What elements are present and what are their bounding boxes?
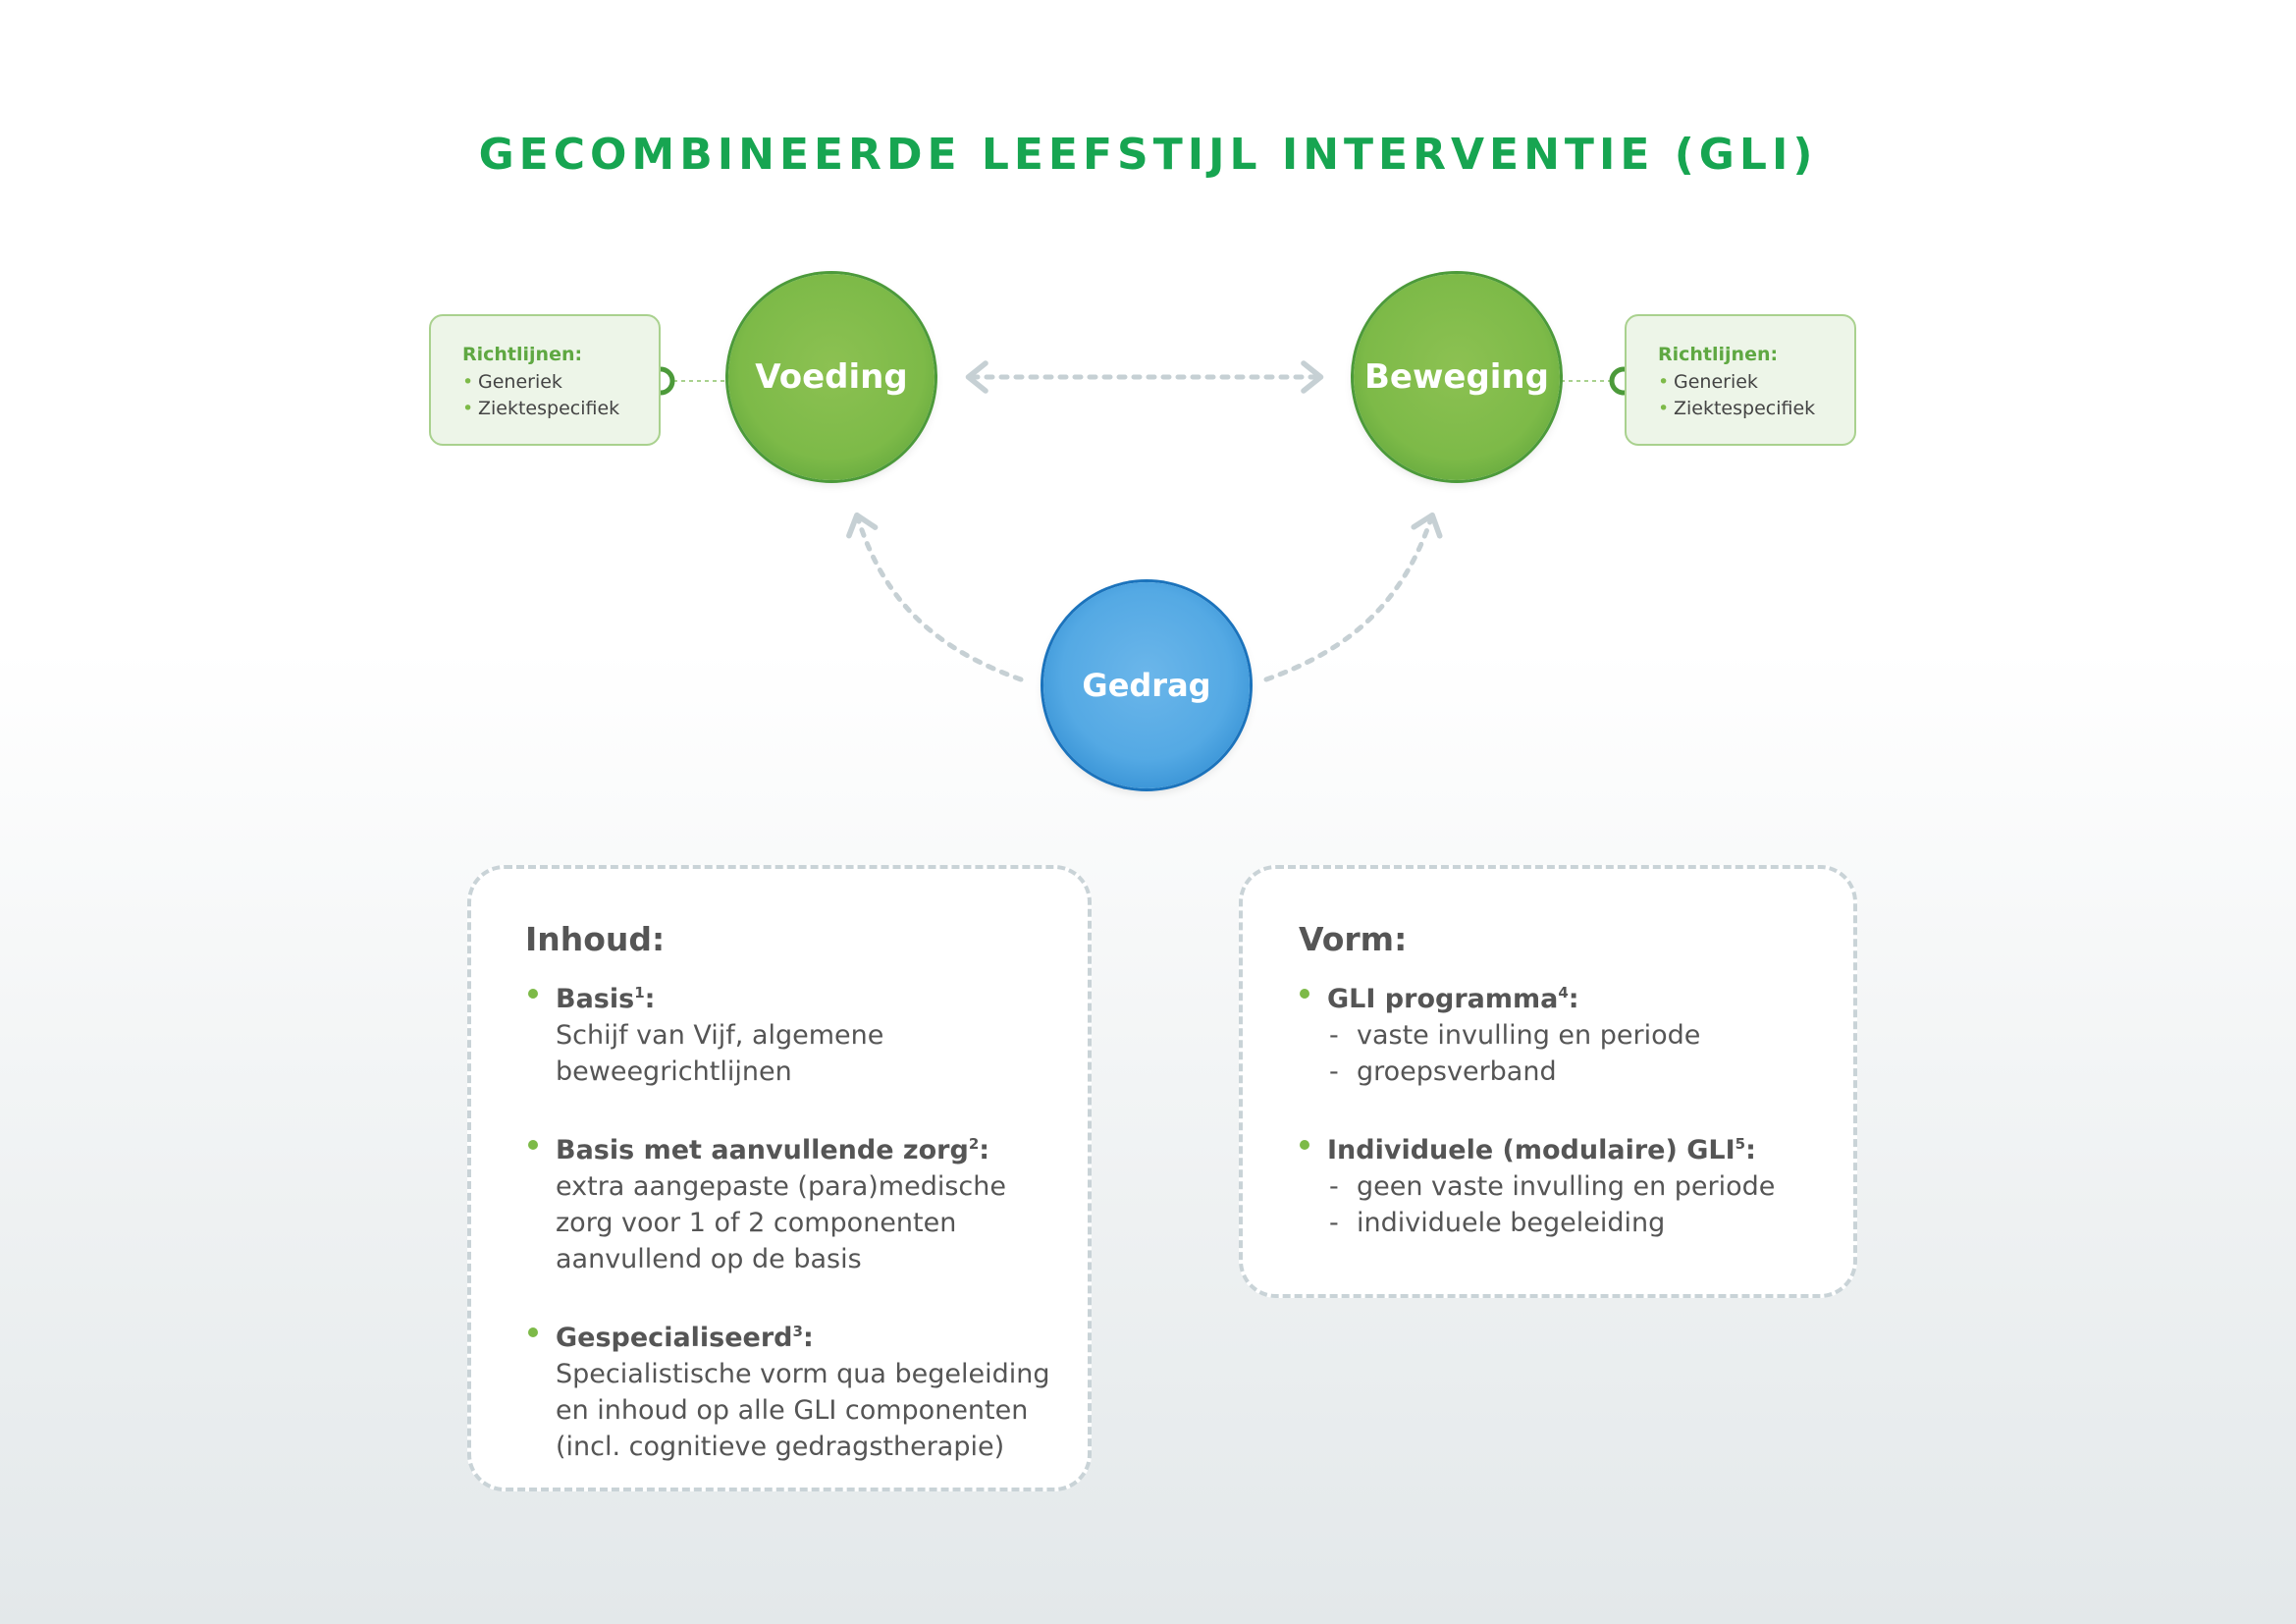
page-title: GECOMBINEERDE LEEFSTIJL INTERVENTIE (GLI… bbox=[478, 130, 1818, 180]
inhoud-item-line: beweegrichtlijnen bbox=[556, 1056, 792, 1087]
guidelines-right-title: Richtlijnen: bbox=[1658, 344, 1779, 365]
inhoud-item-line: en inhoud op alle GLI componenten bbox=[556, 1395, 1029, 1426]
guidelines-left-item: Ziektespecifiek bbox=[462, 396, 659, 422]
inhoud-list: Basis1: Schijf van Vijf, algemene beweeg… bbox=[528, 975, 1050, 1501]
list-item: Individuele (modulaire) GLI5: geen vaste… bbox=[1300, 1126, 1775, 1241]
vorm-title: Vorm: bbox=[1299, 920, 1408, 958]
list-item: GLI programma4: vaste invulling en perio… bbox=[1300, 975, 1775, 1090]
inhoud-panel: Inhoud: Basis1: Schijf van Vijf, algemen… bbox=[467, 865, 1092, 1491]
vorm-item-heading: Individuele (modulaire) GLI5: bbox=[1327, 1135, 1756, 1165]
gedrag-beweging-arrow bbox=[1263, 512, 1443, 682]
inhoud-item-line: zorg voor 1 of 2 componenten bbox=[556, 1208, 957, 1238]
inhoud-item-line: Specialistische vorm qua begeleiding bbox=[556, 1359, 1050, 1389]
vorm-item-sub: groepsverband bbox=[1327, 1054, 1775, 1090]
list-item: Basis1: Schijf van Vijf, algemene beweeg… bbox=[528, 975, 1050, 1090]
inhoud-item-line: (incl. cognitieve gedragstherapie) bbox=[556, 1432, 1005, 1462]
vorm-item-heading: GLI programma4: bbox=[1327, 984, 1579, 1014]
inhoud-title: Inhoud: bbox=[525, 920, 666, 958]
inhoud-item-heading: Gespecialiseerd3: bbox=[556, 1323, 814, 1353]
vorm-list: GLI programma4: vaste invulling en perio… bbox=[1300, 975, 1775, 1277]
inhoud-item-line: aanvullend op de basis bbox=[556, 1244, 862, 1274]
vorm-item-sub: vaste invulling en periode bbox=[1327, 1017, 1775, 1054]
node-gedrag: Gedrag bbox=[1043, 582, 1250, 788]
node-beweging: Beweging bbox=[1354, 274, 1560, 480]
node-voeding: Voeding bbox=[728, 274, 934, 480]
guidelines-right-item: Ziektespecifiek bbox=[1658, 396, 1854, 422]
guidelines-left-item: Generiek bbox=[462, 369, 659, 396]
guidelines-left-title: Richtlijnen: bbox=[462, 344, 583, 365]
gedrag-voeding-arrow bbox=[846, 512, 1024, 682]
vorm-item-sub: individuele begeleiding bbox=[1327, 1205, 1775, 1241]
guidelines-right-box: Richtlijnen: Generiek Ziektespecifiek bbox=[1625, 314, 1856, 446]
inhoud-item-heading: Basis1: bbox=[556, 984, 656, 1014]
inhoud-item-heading: Basis met aanvullende zorg2: bbox=[556, 1135, 990, 1165]
inhoud-item-line: extra aangepaste (para)medische bbox=[556, 1171, 1006, 1202]
inhoud-item-line: Schijf van Vijf, algemene bbox=[556, 1020, 884, 1051]
guidelines-right-item: Generiek bbox=[1658, 369, 1854, 396]
vorm-item-sub: geen vaste invulling en periode bbox=[1327, 1168, 1775, 1205]
list-item: Basis met aanvullende zorg2: extra aange… bbox=[528, 1126, 1050, 1277]
guidelines-left-box: Richtlijnen: Generiek Ziektespecifiek bbox=[429, 314, 661, 446]
list-item: Gespecialiseerd3: Specialistische vorm q… bbox=[528, 1314, 1050, 1465]
vorm-panel: Vorm: GLI programma4: vaste invulling en… bbox=[1239, 865, 1857, 1298]
